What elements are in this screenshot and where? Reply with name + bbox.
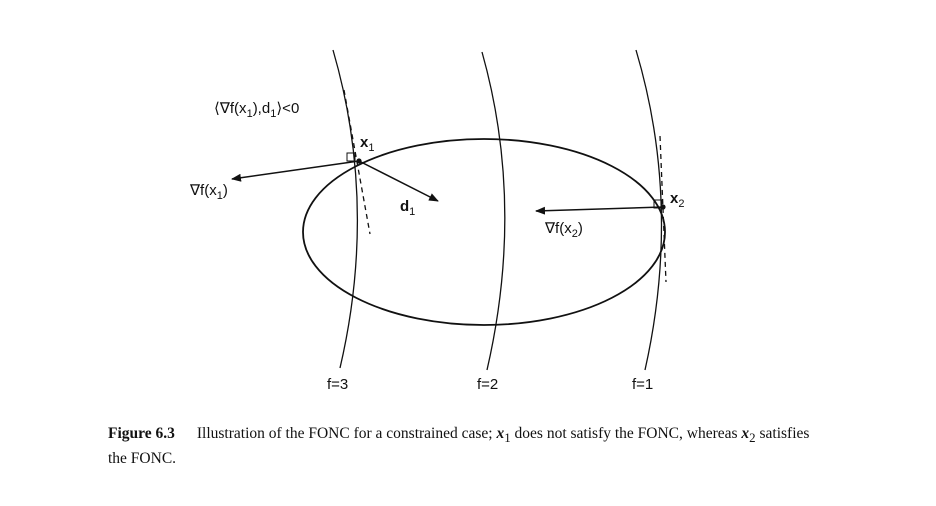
fonc-diagram: ⟨∇f(x1),d1⟩<0 x1 ∇f(x1) d1 x2 ∇f(x2) f=3… xyxy=(189,49,684,393)
caption-x1-sub: 1 xyxy=(504,430,511,446)
gradient-x1-label: ∇f(x1) xyxy=(189,182,228,202)
right-angle-marker-x2 xyxy=(653,199,663,209)
gradient-x2-label: ∇f(x2) xyxy=(544,220,583,240)
level-curve-f2 xyxy=(481,51,506,371)
x1-label: x1 xyxy=(360,134,374,154)
right-angle-marker-x1 xyxy=(346,152,356,162)
level-label-f2: f=2 xyxy=(477,376,498,393)
inner-product-label: ⟨∇f(x1),d1⟩<0 xyxy=(214,100,299,120)
feasible-set-ellipse xyxy=(302,138,666,326)
caption-x2: x xyxy=(741,425,750,442)
level-label-f1: f=1 xyxy=(632,376,653,393)
level-curve-f3 xyxy=(332,49,359,369)
caption-x2-sub: 2 xyxy=(749,430,756,446)
gradient-arrow-x1 xyxy=(231,160,360,182)
caption-x1: x xyxy=(496,425,505,442)
figure-number: Figure 6.3 xyxy=(108,425,175,442)
figure-caption: Figure 6.3 Illustration of the FONC for a… xyxy=(108,423,828,469)
caption-text-3: satisfies the FONC. xyxy=(108,425,810,468)
caption-text-1: Illustration of the FONC for a constrain… xyxy=(196,425,497,442)
caption-text-2: does not satisfy the FONC, whereas xyxy=(510,425,742,442)
d1-label: d1 xyxy=(400,198,415,218)
level-label-f3: f=3 xyxy=(327,376,348,393)
level-curve-f1 xyxy=(635,49,663,371)
direction-arrow-d1 xyxy=(358,160,439,202)
gradient-arrow-x2 xyxy=(535,206,664,215)
x2-label: x2 xyxy=(670,190,684,210)
